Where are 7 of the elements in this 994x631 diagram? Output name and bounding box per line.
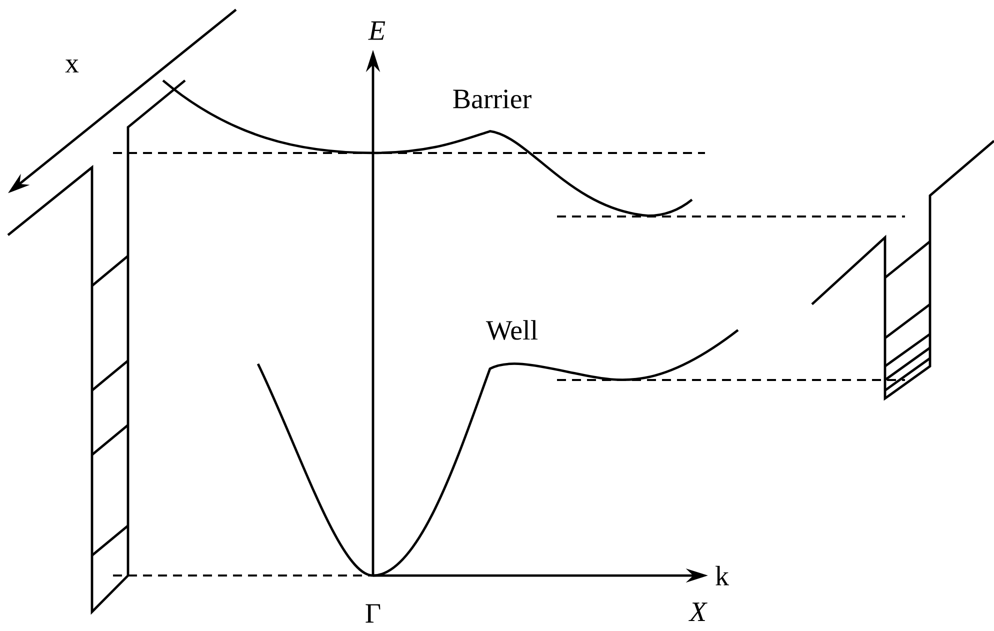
axis-label: k [716,566,729,586]
band-label: Well [486,320,538,340]
axis-label: x [65,60,79,72]
axis-label: E [368,21,386,40]
point-label: X [688,602,708,621]
point-label: Γ [366,604,380,623]
band-label: Barrier [453,90,532,108]
